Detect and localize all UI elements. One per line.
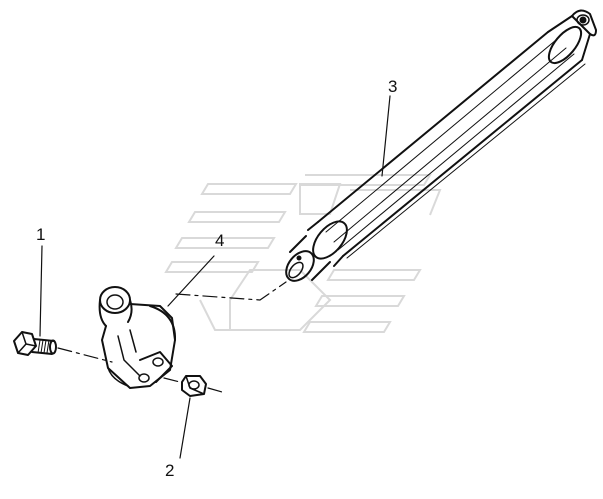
callout-3: 3 (388, 77, 397, 96)
steering-shaft-icon (285, 9, 597, 282)
watermark-logo (164, 174, 442, 333)
callout-2: 2 (165, 461, 174, 480)
leader-lines (39, 95, 391, 459)
callout-1: 1 (36, 225, 45, 244)
hex-nut-icon (181, 375, 207, 397)
assembly-centerlines (57, 281, 287, 393)
yoke-clamp-icon (98, 286, 177, 389)
hex-bolt-icon (13, 331, 57, 356)
callout-4: 4 (215, 231, 224, 250)
